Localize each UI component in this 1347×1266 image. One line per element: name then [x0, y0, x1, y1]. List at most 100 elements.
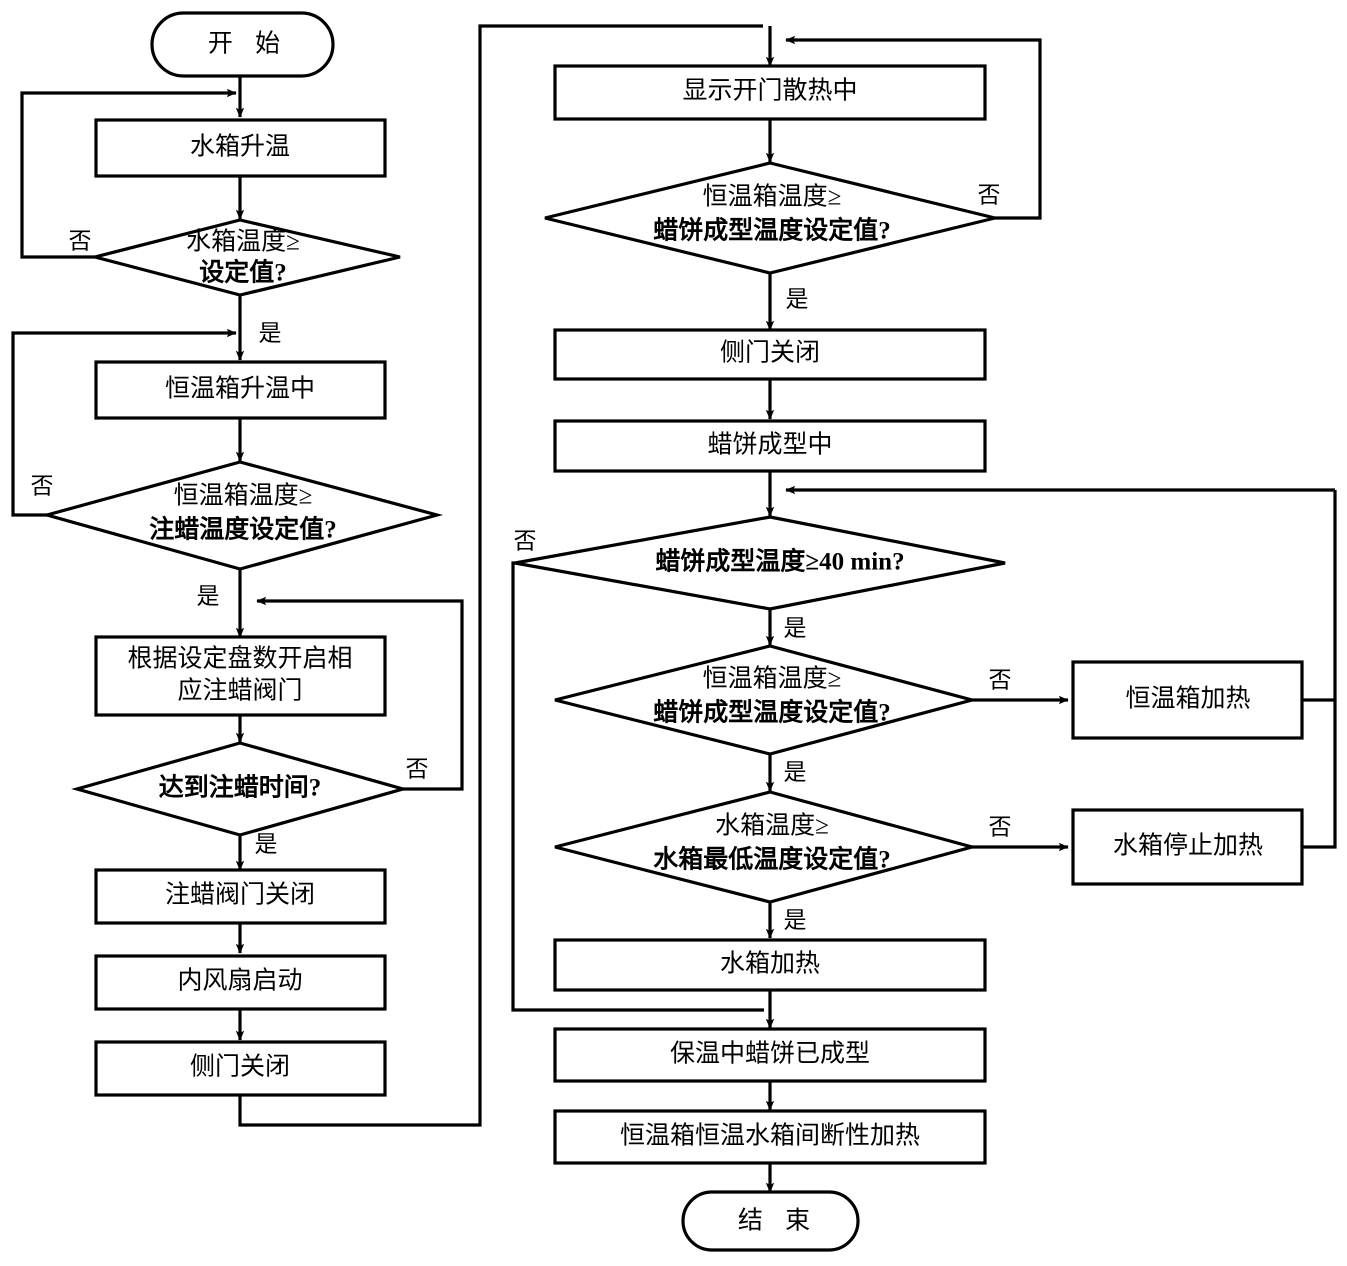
label-moldcheck2-no: 否 [989, 667, 1012, 692]
node-mold-time-check[interactable]: 蜡饼成型温度≥40 min? [514, 515, 1006, 611]
node-oven-heating[interactable]: 恒温箱升温中 [94, 360, 387, 420]
oven-heating-shape [94, 360, 387, 420]
wax-cake-molding-label: 蜡饼成型中 [707, 431, 832, 459]
tank-heat-shape [553, 938, 987, 992]
edge-moldcheck1-no-loop [785, 35, 1042, 220]
node-oven-temp-mold-check-2[interactable]: 恒温箱温度≥ 蜡饼成型温度设定值? [554, 644, 979, 756]
wax-time-check-label: 达到注蜡时间? [159, 773, 322, 802]
oven-mold-check-2-shape [554, 644, 979, 756]
tank-temp-min-check-shape [554, 790, 979, 904]
tank-heat-up-label: 水箱升温 [190, 133, 290, 161]
keep-warm-shape [553, 1027, 987, 1083]
tank-min-check-line1: 水箱温度≥ [715, 812, 829, 840]
intermittent-heat-shape [553, 1109, 987, 1165]
node-start[interactable]: 开 始 [150, 11, 335, 78]
start-label: 开 始 [208, 30, 288, 58]
tank-stop-heat-shape [1071, 808, 1304, 886]
label-tankmin-yes: 是 [784, 907, 807, 932]
mold-time-check-label: 蜡饼成型温度≥40 min? [655, 547, 904, 576]
label-tank-check-yes: 是 [259, 320, 282, 345]
oven-heat-shape [1071, 660, 1304, 740]
label-moldtime-yes: 是 [784, 615, 807, 640]
node-oven-temp-wax-check[interactable]: 恒温箱温度≥ 注蜡温度设定值? [41, 460, 444, 571]
node-end[interactable]: 结 束 [681, 1190, 860, 1252]
node-intermittent-heat[interactable]: 恒温箱恒温水箱间断性加热 [553, 1109, 987, 1165]
tank-heat-up-shape [94, 118, 387, 178]
label-waxtime-no: 否 [406, 756, 429, 781]
oven-wax-check-line1: 恒温箱温度≥ [174, 482, 313, 510]
node-side-door-close-2[interactable]: 侧门关闭 [553, 328, 987, 381]
tank-heat-label: 水箱加热 [720, 950, 820, 978]
edge-labels: 否 是 否 是 否 是 否 是 否 是 否 是 否 是 [31, 182, 1012, 932]
edge-sidedoor-to-right-column [238, 24, 763, 1127]
node-tank-heat-up[interactable]: 水箱升温 [94, 118, 387, 178]
wax-cake-molding-shape [553, 419, 987, 473]
node-valve-close[interactable]: 注蜡阀门关闭 [94, 868, 387, 925]
edge-moldtime-no-loop [511, 561, 764, 1012]
open-valves-line1: 根据设定盘数开启相 [127, 645, 352, 673]
open-valves-shape [94, 635, 387, 717]
valve-close-shape [94, 868, 387, 925]
tank-temp-check-shape [88, 218, 401, 297]
oven-heating-label: 恒温箱升温中 [165, 375, 315, 403]
tank-stop-heat-label: 水箱停止加热 [1113, 832, 1263, 860]
tank-temp-check-line1: 水箱温度≥ [186, 228, 300, 256]
keep-warm-label: 保温中蜡饼已成型 [670, 1040, 870, 1068]
label-moldcheck2-yes: 是 [784, 759, 807, 784]
node-wax-cake-molding[interactable]: 蜡饼成型中 [553, 419, 987, 473]
connectors-right [511, 35, 1337, 1193]
node-fan-start[interactable]: 内风扇启动 [94, 954, 387, 1011]
node-tank-stop-heat[interactable]: 水箱停止加热 [1071, 808, 1304, 886]
side-door-close-2-label: 侧门关闭 [720, 339, 820, 367]
oven-wax-check-line2: 注蜡温度设定值? [149, 515, 337, 544]
oven-mold-check-1-line2: 蜡饼成型温度设定值? [653, 216, 891, 245]
oven-mold-check-2-line1: 恒温箱温度≥ [703, 665, 842, 693]
edge-waxtime-no-loop [256, 596, 464, 791]
side-door-close-1-label: 侧门关闭 [190, 1053, 290, 1081]
node-wax-time-check[interactable]: 达到注蜡时间? [71, 741, 409, 837]
fan-start-shape [94, 954, 387, 1011]
show-cooling-label: 显示开门散热中 [682, 77, 857, 105]
edge-tank-check-no-loop [20, 88, 237, 259]
node-oven-temp-mold-check-1[interactable]: 恒温箱温度≥ 蜡饼成型温度设定值? [544, 161, 996, 275]
start-terminator-shape [150, 11, 335, 78]
edge-oven-wax-no-loop [11, 328, 237, 517]
end-terminator-shape [681, 1190, 860, 1252]
side-door-close-2-shape [553, 328, 987, 381]
label-tank-check-no: 否 [69, 228, 92, 253]
label-oven-wax-no: 否 [31, 473, 54, 498]
label-tankmin-no: 否 [989, 814, 1012, 839]
label-moldcheck1-yes: 是 [786, 286, 809, 311]
label-moldtime-no: 否 [514, 528, 537, 553]
node-keep-warm[interactable]: 保温中蜡饼已成型 [553, 1027, 987, 1083]
oven-mold-check-1-shape [544, 161, 996, 275]
open-valves-line2: 应注蜡阀门 [177, 677, 302, 705]
label-oven-wax-yes: 是 [197, 583, 220, 608]
node-tank-heat[interactable]: 水箱加热 [553, 938, 987, 992]
node-tank-temp-min-check[interactable]: 水箱温度≥ 水箱最低温度设定值? [554, 790, 979, 904]
edge-ovenheat-feedback [1302, 490, 1337, 702]
tank-temp-check-line2: 设定值? [199, 258, 287, 287]
connectors-left [11, 24, 775, 1127]
oven-temp-wax-check-shape [41, 460, 444, 571]
fan-start-label: 内风扇启动 [177, 967, 302, 995]
node-tank-temp-check[interactable]: 水箱温度≥ 设定值? [88, 218, 401, 297]
node-side-door-close-1[interactable]: 侧门关闭 [94, 1040, 387, 1097]
label-moldcheck1-no: 否 [978, 182, 1001, 207]
mold-time-check-shape [514, 515, 1006, 611]
valve-close-label: 注蜡阀门关闭 [165, 881, 315, 909]
oven-mold-check-2-line2: 蜡饼成型温度设定值? [653, 698, 891, 727]
end-label: 结 束 [738, 1207, 818, 1235]
node-oven-heat[interactable]: 恒温箱加热 [1071, 660, 1304, 740]
node-show-cooling[interactable]: 显示开门散热中 [553, 64, 987, 121]
show-cooling-shape [553, 64, 987, 121]
oven-heat-label: 恒温箱加热 [1125, 685, 1250, 713]
intermittent-heat-label: 恒温箱恒温水箱间断性加热 [620, 1122, 920, 1150]
label-waxtime-yes: 是 [255, 831, 278, 856]
edge-tankstop-feedback [1302, 700, 1337, 849]
tank-min-check-line2: 水箱最低温度设定值? [653, 845, 891, 874]
node-open-valves[interactable]: 根据设定盘数开启相 应注蜡阀门 [94, 635, 387, 717]
oven-mold-check-1-line1: 恒温箱温度≥ [703, 183, 842, 211]
wax-time-check-shape [71, 741, 409, 837]
